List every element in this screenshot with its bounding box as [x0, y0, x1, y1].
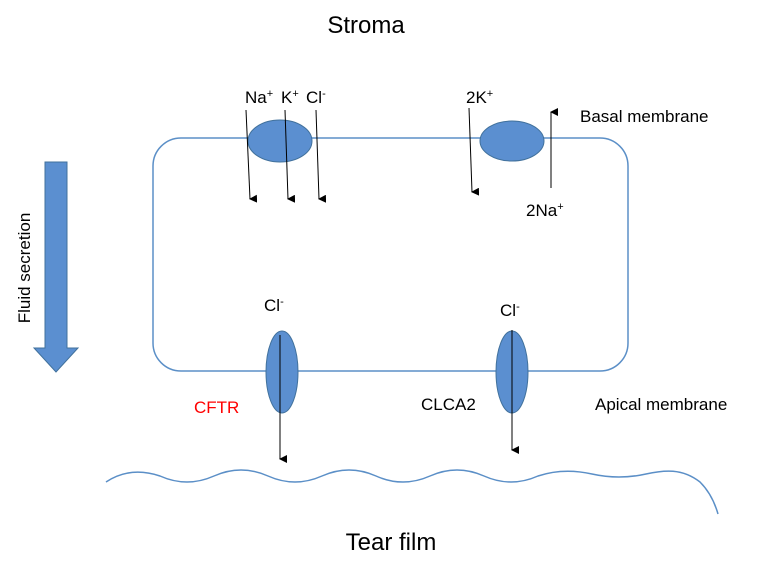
twona-ion-label: 2Na+ [526, 201, 564, 220]
cl-arrow-basal [315, 109, 327, 203]
cl-ion-label-cftr: Cl- [264, 296, 284, 315]
cl-ion-label-clca2: Cl- [500, 301, 520, 320]
cell-outline [152, 137, 629, 372]
tear-film-wave [105, 469, 719, 515]
k-arrow [284, 109, 296, 203]
tear-film-title: Tear film [346, 529, 437, 556]
na-arrow [245, 109, 258, 203]
k-ion-label: K+ [281, 88, 299, 107]
twok-arrow [468, 107, 480, 196]
apical-membrane-label: Apical membrane [595, 395, 727, 414]
fluid-secretion-label: Fluid secretion [15, 213, 34, 324]
cftr-channel [265, 330, 299, 414]
fluid-secretion-arrow [32, 161, 80, 373]
basal-membrane-label: Basal membrane [580, 107, 709, 126]
clca2-label: CLCA2 [421, 395, 476, 414]
na-k-pump [479, 120, 545, 162]
na-ion-label: Na+ [245, 88, 273, 107]
nkcc-transporter [247, 119, 313, 163]
twok-ion-label: 2K+ [466, 88, 493, 107]
stroma-title: Stroma [327, 12, 405, 39]
cl-ion-label-basal: Cl- [306, 88, 326, 107]
cftr-label: CFTR [194, 398, 239, 417]
